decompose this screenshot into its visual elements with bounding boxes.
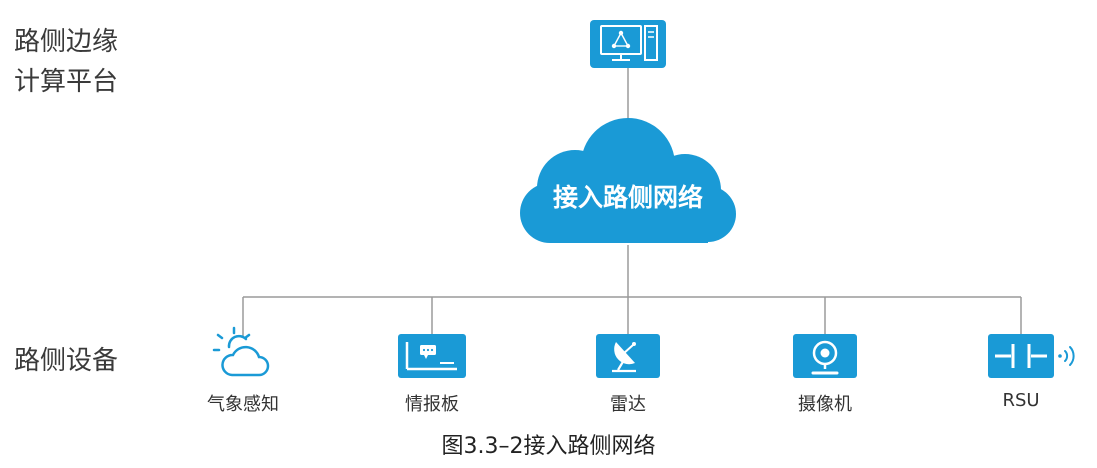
network-cloud-title: 接入路侧网络 (553, 183, 703, 212)
weather-icon (212, 326, 270, 377)
signal-waves-icon (1058, 346, 1075, 366)
device-label-radar: 雷达 (610, 394, 646, 415)
device-label-rsu: RSU (1002, 390, 1040, 411)
roadside-devices-label: 路侧设备 (14, 346, 119, 376)
edge-platform-label-line2: 计算平台 (14, 67, 119, 97)
rsu-icon (988, 334, 1075, 378)
device-label-camera: 摄像机 (798, 394, 852, 415)
device-label-weather: 气象感知 (207, 394, 279, 415)
figure-caption: 图3.3–2接入路侧网络 (441, 434, 656, 459)
device-label-info-board: 情报板 (405, 394, 459, 415)
radar-icon (596, 334, 660, 378)
camera-icon (793, 334, 857, 378)
info-board-icon (398, 334, 466, 378)
edge-server-icon (590, 20, 666, 68)
connector-lines (242, 66, 1022, 336)
edge-platform-label-line1: 路侧边缘 (14, 27, 119, 57)
network-cloud (520, 118, 736, 243)
edge-platform-label: 路侧边缘 计算平台 (14, 22, 118, 102)
